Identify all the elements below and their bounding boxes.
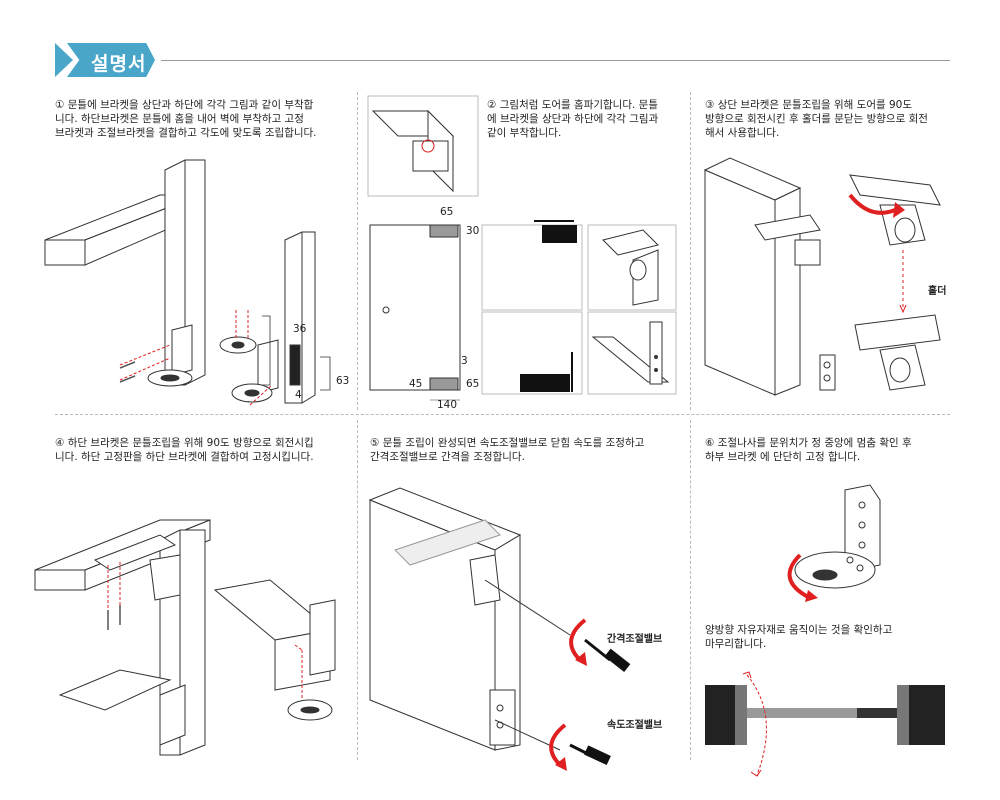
step2-dim-30: 30 [466, 225, 480, 237]
header-title: 설명서 [91, 53, 147, 75]
section-header: 설명서 [55, 43, 950, 77]
header-tag [67, 43, 155, 77]
step2-dim-3: 3 [461, 355, 468, 367]
gap-valve-label: 간격조절밸브 [607, 634, 663, 645]
step1-dim-63: 63 [336, 375, 350, 387]
step2-detail-top [587, 224, 677, 311]
step1-text: ① 문틀에 브라켓을 상단과 하단에 각각 그림과 같이 부착합 니다. 하단브… [55, 99, 317, 139]
step5-illustration [368, 487, 631, 771]
step6-track-illustration [705, 671, 945, 777]
step2-dim-65-top: 65 [440, 206, 454, 218]
step3-holder-label: 홀더 [928, 286, 947, 297]
divider-horizontal [55, 414, 950, 415]
step3-text: ③ 상단 브라켓은 문틀조립을 위해 도어를 90도 방향으로 회전시킨 후 홀… [705, 99, 928, 139]
divider-v2-bottom [690, 420, 691, 760]
step2-dim-45: 45 [409, 378, 423, 390]
step6-note: 양방향 자유자재로 움직이는 것을 확인하고 마무리합니다. [705, 624, 893, 650]
divider-v1-bottom [357, 420, 358, 760]
speed-valve-label: 속도조절밸브 [607, 720, 663, 731]
step2-dim-65-bottom: 65 [466, 378, 480, 390]
step1-illustration [44, 159, 331, 406]
step5-text: ⑤ 문틀 조립이 완성되면 속도조절밸브로 닫힘 속도를 조정하고 간격조절밸브… [370, 437, 645, 463]
step6-bracket-illustration [787, 484, 881, 602]
header-arrow [55, 43, 73, 77]
step4-illustration [34, 519, 336, 756]
divider-v2-top [690, 92, 691, 410]
step6-text: ⑥ 조절나사를 문위치가 정 중앙에 멈춤 확인 후 하부 브라켓 에 단단히 … [705, 437, 912, 463]
step2-section-bottom [481, 311, 583, 395]
step2-detail-bottom [587, 311, 677, 395]
step1-dim-4: 4 [295, 389, 302, 401]
step2-detail-image [367, 95, 479, 197]
step2-text: ② 그림처럼 도어를 홈파기합니다. 문틀 에 브라켓을 상단과 하단에 각각 … [487, 99, 659, 139]
header-rule [161, 60, 950, 61]
step2-door-plan [369, 224, 461, 401]
step1-dim-36: 36 [293, 323, 307, 335]
step2-dim-140: 140 [437, 399, 458, 411]
step3-illustration [703, 157, 941, 396]
step4-text: ④ 하단 브라켓은 문틀조립을 위해 90도 방향으로 회전시킵 니다. 하단 … [55, 437, 314, 463]
divider-v1-top [357, 92, 358, 410]
step2-section-top [481, 220, 583, 311]
